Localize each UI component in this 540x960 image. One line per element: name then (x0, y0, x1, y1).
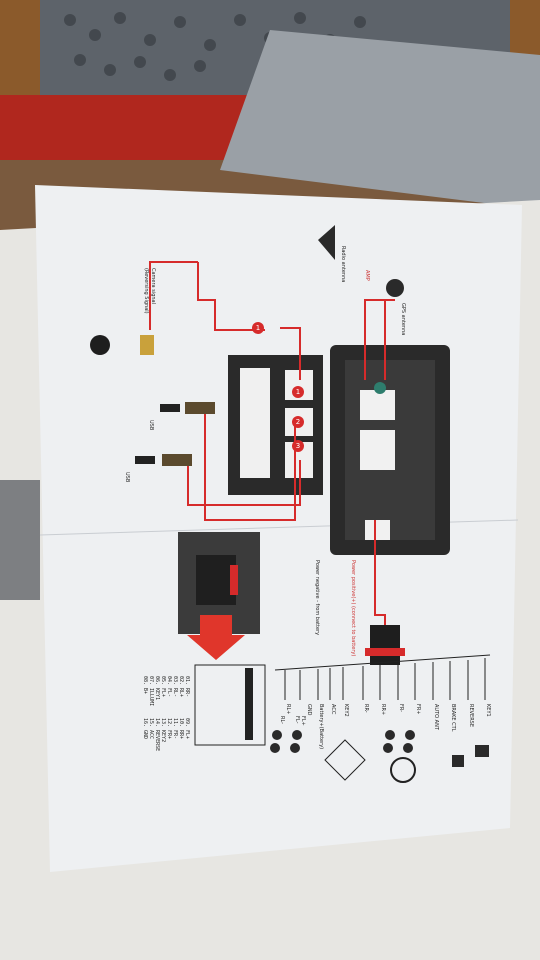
red-down-arrow-icon (187, 615, 245, 660)
pin-05-label: 05. FL+ (160, 676, 166, 697)
harness-connector (196, 555, 236, 605)
speaker-fr-plus-icon (385, 730, 395, 740)
pin-02-label: 02. RL+ (178, 676, 184, 697)
red-wire-paths (149, 261, 395, 650)
ignition-key-icon (324, 739, 366, 781)
badge-5-label: 2 (296, 418, 300, 426)
pin-03-label: 03. RL- (172, 676, 178, 697)
harness-labels: KEY1 REVERSE BRAKE CTL AUTO ANT FR+ FR- … (279, 704, 491, 749)
rl-plus-label: RL+ (285, 704, 291, 714)
pin-15-label: 15. ACC (148, 718, 154, 739)
fr-plus-label: FR+ (415, 704, 421, 715)
pin-13-label: 13. KEY2 (160, 718, 166, 742)
pin-12-label: 12. FR+ (166, 718, 172, 739)
badge-5-icon (292, 416, 304, 428)
brake-icon (452, 755, 464, 767)
reversing-signal-label: (Reversing Signal) (143, 268, 149, 314)
iso-plug-red-band (365, 648, 405, 656)
pin-01-label: 01. RR- (184, 676, 190, 697)
speaker-rr-minus-icon (403, 743, 413, 753)
speaker-fr-minus-icon (405, 730, 415, 740)
rr-plus-label: RR+ (380, 704, 386, 715)
pinout-left-column: 01. RR- 02. RL+ 03. RL- 04. FL- 05. FL+ … (142, 676, 190, 706)
reverse-camera-icon (475, 745, 489, 757)
battery-label: Battery+(Battery) (318, 704, 324, 749)
power-positive-label: Power positive(+) (connect to battery) (350, 560, 356, 656)
usb-cable-2 (162, 454, 192, 466)
speaker-icons (270, 730, 415, 753)
badge-6-label: 3 (296, 442, 300, 450)
speaker-rl-plus-icon (272, 730, 282, 740)
camera-icon (90, 335, 110, 355)
pin-14-label: 14. REVERSE (154, 718, 160, 751)
reverse-label: REVERSE (468, 704, 474, 727)
speaker-rr-plus-icon (383, 743, 393, 753)
pin-07-label: 07. ILLUMI (148, 676, 154, 706)
harness-trunk (274, 654, 491, 671)
pin-08-label: 08. B+ (142, 676, 148, 694)
badge-4-icon (292, 386, 304, 398)
pinout-key-bar (245, 668, 253, 740)
key2-label: KEY2 (343, 704, 349, 717)
usb-cable-1 (185, 402, 215, 414)
stereo-port-c (365, 520, 390, 540)
connector-white-left (240, 368, 270, 478)
pin-10-label: 10. RR+ (178, 718, 184, 739)
key1-label: KEY1 (485, 704, 491, 717)
steering-wheel-icon (390, 757, 416, 783)
amp-group: AMP (364, 270, 370, 281)
gps-group: GPS antenna (400, 303, 406, 335)
stereo-port-b (360, 430, 395, 470)
camera-signal-label: Camera signal (150, 268, 156, 304)
usb-2-label: USB (124, 472, 130, 483)
box-hole (0, 480, 40, 600)
badge-4-label: 1 (296, 388, 300, 396)
fl-minus-label: FL- (294, 716, 300, 724)
iso-plug (370, 625, 400, 665)
pin-16-label: 16. GND (142, 718, 148, 739)
camera-connector (140, 335, 154, 355)
rl-minus-label: RL- (279, 716, 285, 724)
usb-plug-2-icon (135, 456, 155, 464)
gnd-label: GND (306, 704, 312, 716)
power-notes-group: Power positive(+) (connect to battery) P… (314, 560, 356, 656)
acc-label: ACC (330, 704, 336, 715)
pin-06-label: 06. KEY1 (154, 676, 160, 700)
usb-1-label: USB (148, 420, 154, 431)
fr-minus-label: FR- (398, 704, 404, 712)
box-lid-grey (220, 30, 540, 210)
speaker-fl-plus-icon (270, 743, 280, 753)
pin-11-label: 11. FR- (172, 718, 178, 739)
camera-signal-group: Camera signal (Reversing Signal) (143, 268, 156, 314)
radio-antenna-label: Radio antenna (340, 246, 346, 282)
brake-ctl-label: BRAKE CTL (450, 704, 456, 732)
speaker-rl-minus-icon (292, 730, 302, 740)
power-negative-label: Power negative - from battery (314, 560, 320, 635)
radio-group: Radio antenna (340, 246, 346, 282)
gps-antenna-label: GPS antenna (400, 303, 406, 335)
harness-branches (284, 658, 486, 700)
badge-1-icon (252, 322, 264, 334)
badge-6-icon (292, 440, 304, 452)
usb2-group: USB (124, 472, 130, 483)
usb-plug-1-icon (160, 404, 180, 412)
pin-09-label: 09. FL+ (184, 718, 190, 739)
stereo-port-a (360, 390, 395, 420)
pinout-right-column: 09. FL+ 10. RR+ 11. FR- 12. FR+ 13. KEY2… (142, 718, 190, 751)
pinout-box (194, 664, 266, 746)
gps-antenna-icon (386, 279, 404, 297)
speaker-fl-minus-icon (290, 743, 300, 753)
amp-label: AMP (364, 270, 370, 281)
pin-04-label: 04. FL- (166, 676, 172, 697)
radio-antenna-icon (318, 225, 335, 260)
auto-ant-label: AUTO ANT (433, 704, 439, 731)
rr-minus-label: RR- (363, 704, 369, 713)
usb1-group: USB (148, 420, 154, 431)
badge-1-label: 1 (256, 324, 260, 332)
box-flap-red (0, 95, 280, 160)
fl-plus-label: FL+ (300, 716, 306, 726)
harness-red-wire (230, 565, 238, 595)
antenna-socket-icon (374, 382, 386, 394)
